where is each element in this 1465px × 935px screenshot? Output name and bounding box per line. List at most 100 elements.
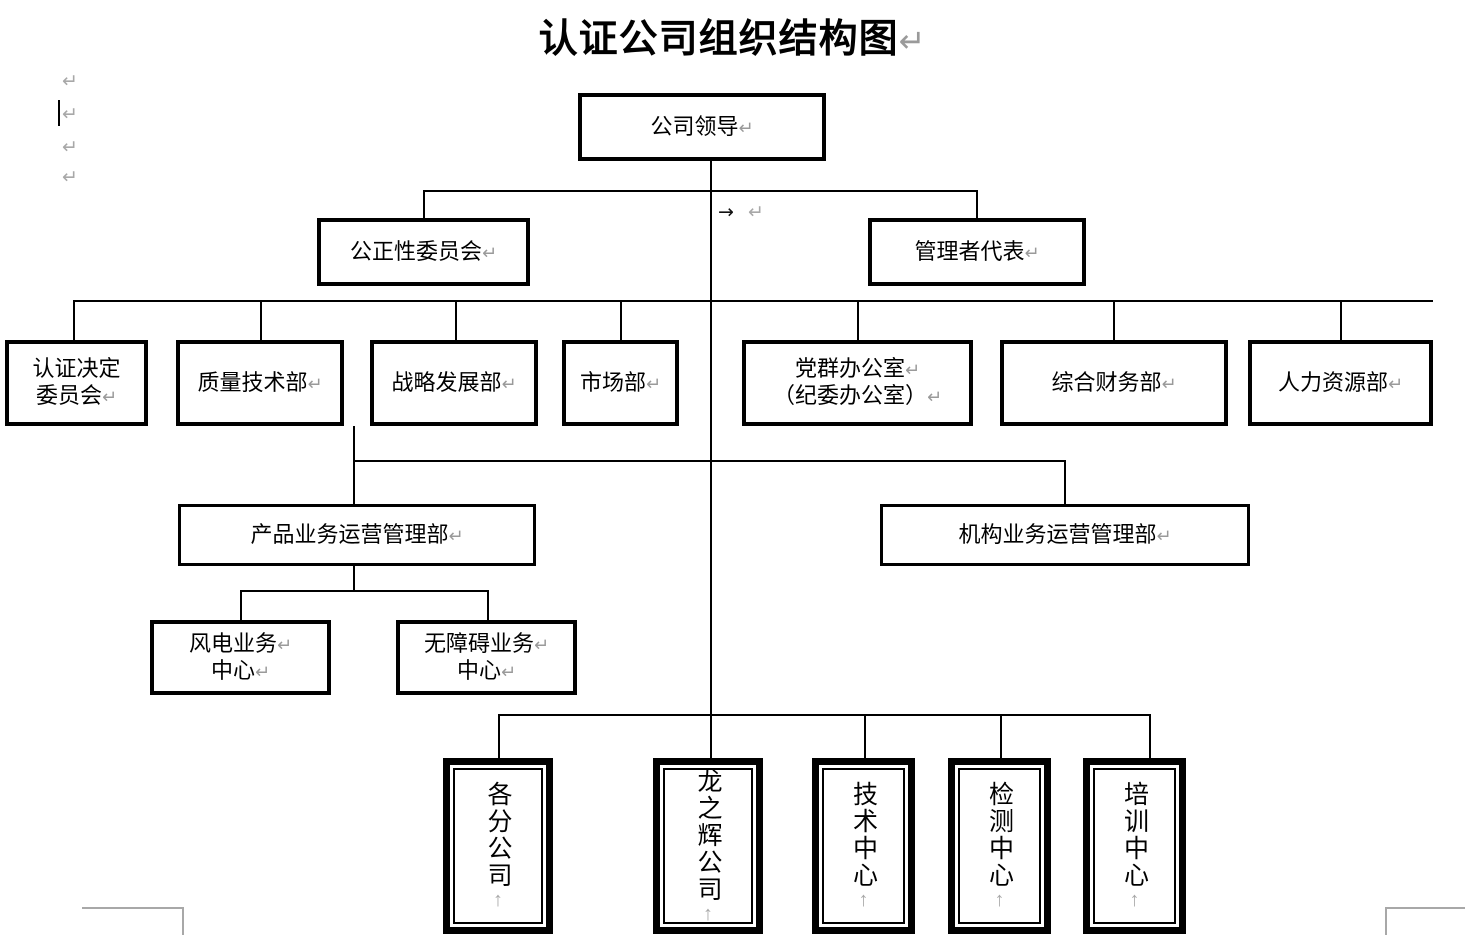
connector-down-impartiality [423, 190, 425, 218]
page-margin-mark-right [1385, 907, 1465, 935]
paragraph-mark-icon: ↵ [1387, 373, 1404, 395]
paragraph-mark-icon-2: ↵ [62, 103, 78, 125]
connector-down-train-ctr [1149, 714, 1151, 762]
connector-up-level5 [353, 566, 355, 591]
node-impartiality-committee-label: 公正性委员会↵ [349, 238, 498, 264]
paragraph-mark-icon: ↵ [276, 634, 293, 656]
connector-bus-level4 [353, 460, 1065, 462]
node-testing-center-label: 检测中心↑ [985, 781, 1014, 911]
paragraph-mark-icon-1: ↵ [62, 70, 78, 92]
node-product-operations-dept-label: 产品业务运营管理部↵ [250, 521, 464, 547]
connector-down-access [487, 590, 489, 620]
node-company-leadership-label: 公司领导↵ [650, 113, 754, 139]
node-institution-operations-dept[interactable]: 机构业务运营管理部↵ [880, 504, 1250, 566]
paragraph-mark-icon2: ↵ [500, 661, 517, 683]
page-title: 认证公司组织结构图↵ [0, 8, 1465, 64]
connector-down-mgmt-rep [976, 190, 978, 218]
node-marketing-dept[interactable]: 市场部↵ [562, 340, 679, 426]
node-product-operations-dept[interactable]: 产品业务运营管理部↵ [178, 504, 536, 566]
node-certification-decision-committee-label: 认证决定 委员会↵ [32, 356, 121, 408]
node-testing-center[interactable]: 检测中心↑ [948, 758, 1051, 934]
node-management-representative[interactable]: 管理者代表↵ [868, 218, 1086, 286]
paragraph-mark-icon: ↵ [481, 242, 498, 264]
node-party-office-label: 党群办公室↵ （纪委办公室）↵ [772, 356, 943, 408]
paragraph-mark-icon-3: ↵ [62, 136, 78, 158]
node-quality-technology-dept-label: 质量技术部↵ [197, 369, 323, 395]
node-branch-companies-label: 各分公司↑ [484, 781, 512, 911]
node-management-representative-label: 管理者代表↵ [914, 238, 1040, 264]
node-hr-dept-label: 人力资源部↵ [1277, 369, 1404, 395]
node-institution-operations-dept-label: 机构业务运营管理部↵ [958, 521, 1172, 547]
node-longzhihui-company-frame: 龙之辉公司↑ [663, 767, 753, 925]
connector-down-longzhihui [710, 714, 712, 762]
connector-bus-level3-left [73, 300, 1433, 302]
connector-down-strategy [455, 300, 457, 340]
node-party-office[interactable]: 党群办公室↵ （纪委办公室）↵ [742, 340, 973, 426]
up-mark-icon: ↑ [1123, 889, 1146, 911]
connector-down-quality [260, 300, 262, 340]
paragraph-mark-icon: ↵ [307, 373, 323, 395]
paragraph-mark-icon: ↵ [904, 360, 921, 382]
node-strategy-development-dept-label: 战略发展部↵ [391, 369, 517, 395]
connector-down-tech-ctr [864, 714, 866, 762]
paragraph-mark-icon: ↵ [533, 634, 550, 656]
node-technology-center-label: 技术中心↑ [849, 781, 878, 911]
node-branch-companies[interactable]: 各分公司↑ [443, 758, 553, 934]
node-strategy-development-dept[interactable]: 战略发展部↵ [370, 340, 538, 426]
page-title-text: 认证公司组织结构图 [538, 18, 899, 61]
node-longzhihui-company-label: 龙之辉公司↑ [694, 767, 722, 925]
up-mark-icon: ↑ [988, 889, 1011, 911]
connector-down-wind [240, 590, 242, 620]
connector-down-branches [498, 714, 500, 762]
connector-down-party [857, 300, 859, 340]
node-longzhihui-company[interactable]: 龙之辉公司↑ [653, 758, 763, 934]
node-accessibility-center-label: 无障碍业务↵ 中心↵ [423, 630, 550, 683]
up-mark-icon: ↑ [697, 902, 719, 925]
connector-down-test-ctr [1000, 714, 1002, 762]
paragraph-mark-icon-center: ↵ [748, 201, 764, 223]
paragraph-mark-icon: ↵ [1156, 525, 1172, 547]
connector-bus-bottom [498, 714, 1151, 716]
connector-down-market [620, 300, 622, 340]
node-training-center-frame: 培训中心↑ [1093, 768, 1176, 924]
connector-down-inst-ops [1064, 460, 1066, 504]
paragraph-mark-icon: ↵ [1024, 242, 1040, 264]
node-accessibility-center[interactable]: 无障碍业务↵ 中心↵ [396, 620, 577, 695]
paragraph-mark-icon: ↵ [101, 387, 118, 408]
node-testing-center-frame: 检测中心↑ [958, 768, 1041, 924]
node-technology-center-frame: 技术中心↑ [822, 768, 905, 924]
paragraph-mark-icon: ↵ [448, 525, 464, 547]
tab-mark-icon: → [718, 201, 734, 223]
node-marketing-dept-label: 市场部↵ [579, 369, 662, 395]
page-margin-mark-left [82, 907, 184, 935]
paragraph-mark-icon: ↵ [1161, 373, 1177, 395]
node-finance-dept-label: 综合财务部↵ [1051, 369, 1177, 395]
connector-down-hr [1340, 300, 1342, 340]
paragraph-mark-icon2: ↵ [254, 661, 271, 683]
node-company-leadership[interactable]: 公司领导↵ [578, 93, 826, 161]
paragraph-mark-icon: ↵ [898, 22, 927, 60]
node-training-center[interactable]: 培训中心↑ [1083, 758, 1186, 934]
paragraph-mark-icon: ↵ [645, 373, 662, 395]
node-impartiality-committee[interactable]: 公正性委员会↵ [317, 218, 530, 286]
node-technology-center[interactable]: 技术中心↑ [812, 758, 915, 934]
connector-down-finance [1113, 300, 1115, 340]
node-certification-decision-committee[interactable]: 认证决定 委员会↵ [5, 340, 148, 426]
node-quality-technology-dept[interactable]: 质量技术部↵ [176, 340, 344, 426]
paragraph-mark-icon: ↵ [738, 117, 754, 139]
node-hr-dept[interactable]: 人力资源部↵ [1248, 340, 1433, 426]
connector-down-prod-ops [353, 460, 355, 504]
connector-up-level4 [353, 426, 355, 461]
connector-bus-level2 [423, 190, 978, 192]
up-mark-icon: ↑ [852, 889, 875, 911]
paragraph-mark-icon2: ↵ [926, 387, 943, 408]
node-finance-dept[interactable]: 综合财务部↵ [1000, 340, 1228, 426]
paragraph-mark-icon-4: ↵ [62, 166, 78, 188]
node-wind-power-center[interactable]: 风电业务↵ 中心↵ [150, 620, 331, 695]
paragraph-mark-icon: ↵ [501, 373, 517, 395]
connector-bus-level5 [240, 590, 488, 592]
node-wind-power-center-label: 风电业务↵ 中心↵ [188, 630, 293, 683]
text-caret [58, 100, 60, 126]
up-mark-icon: ↑ [487, 889, 509, 911]
